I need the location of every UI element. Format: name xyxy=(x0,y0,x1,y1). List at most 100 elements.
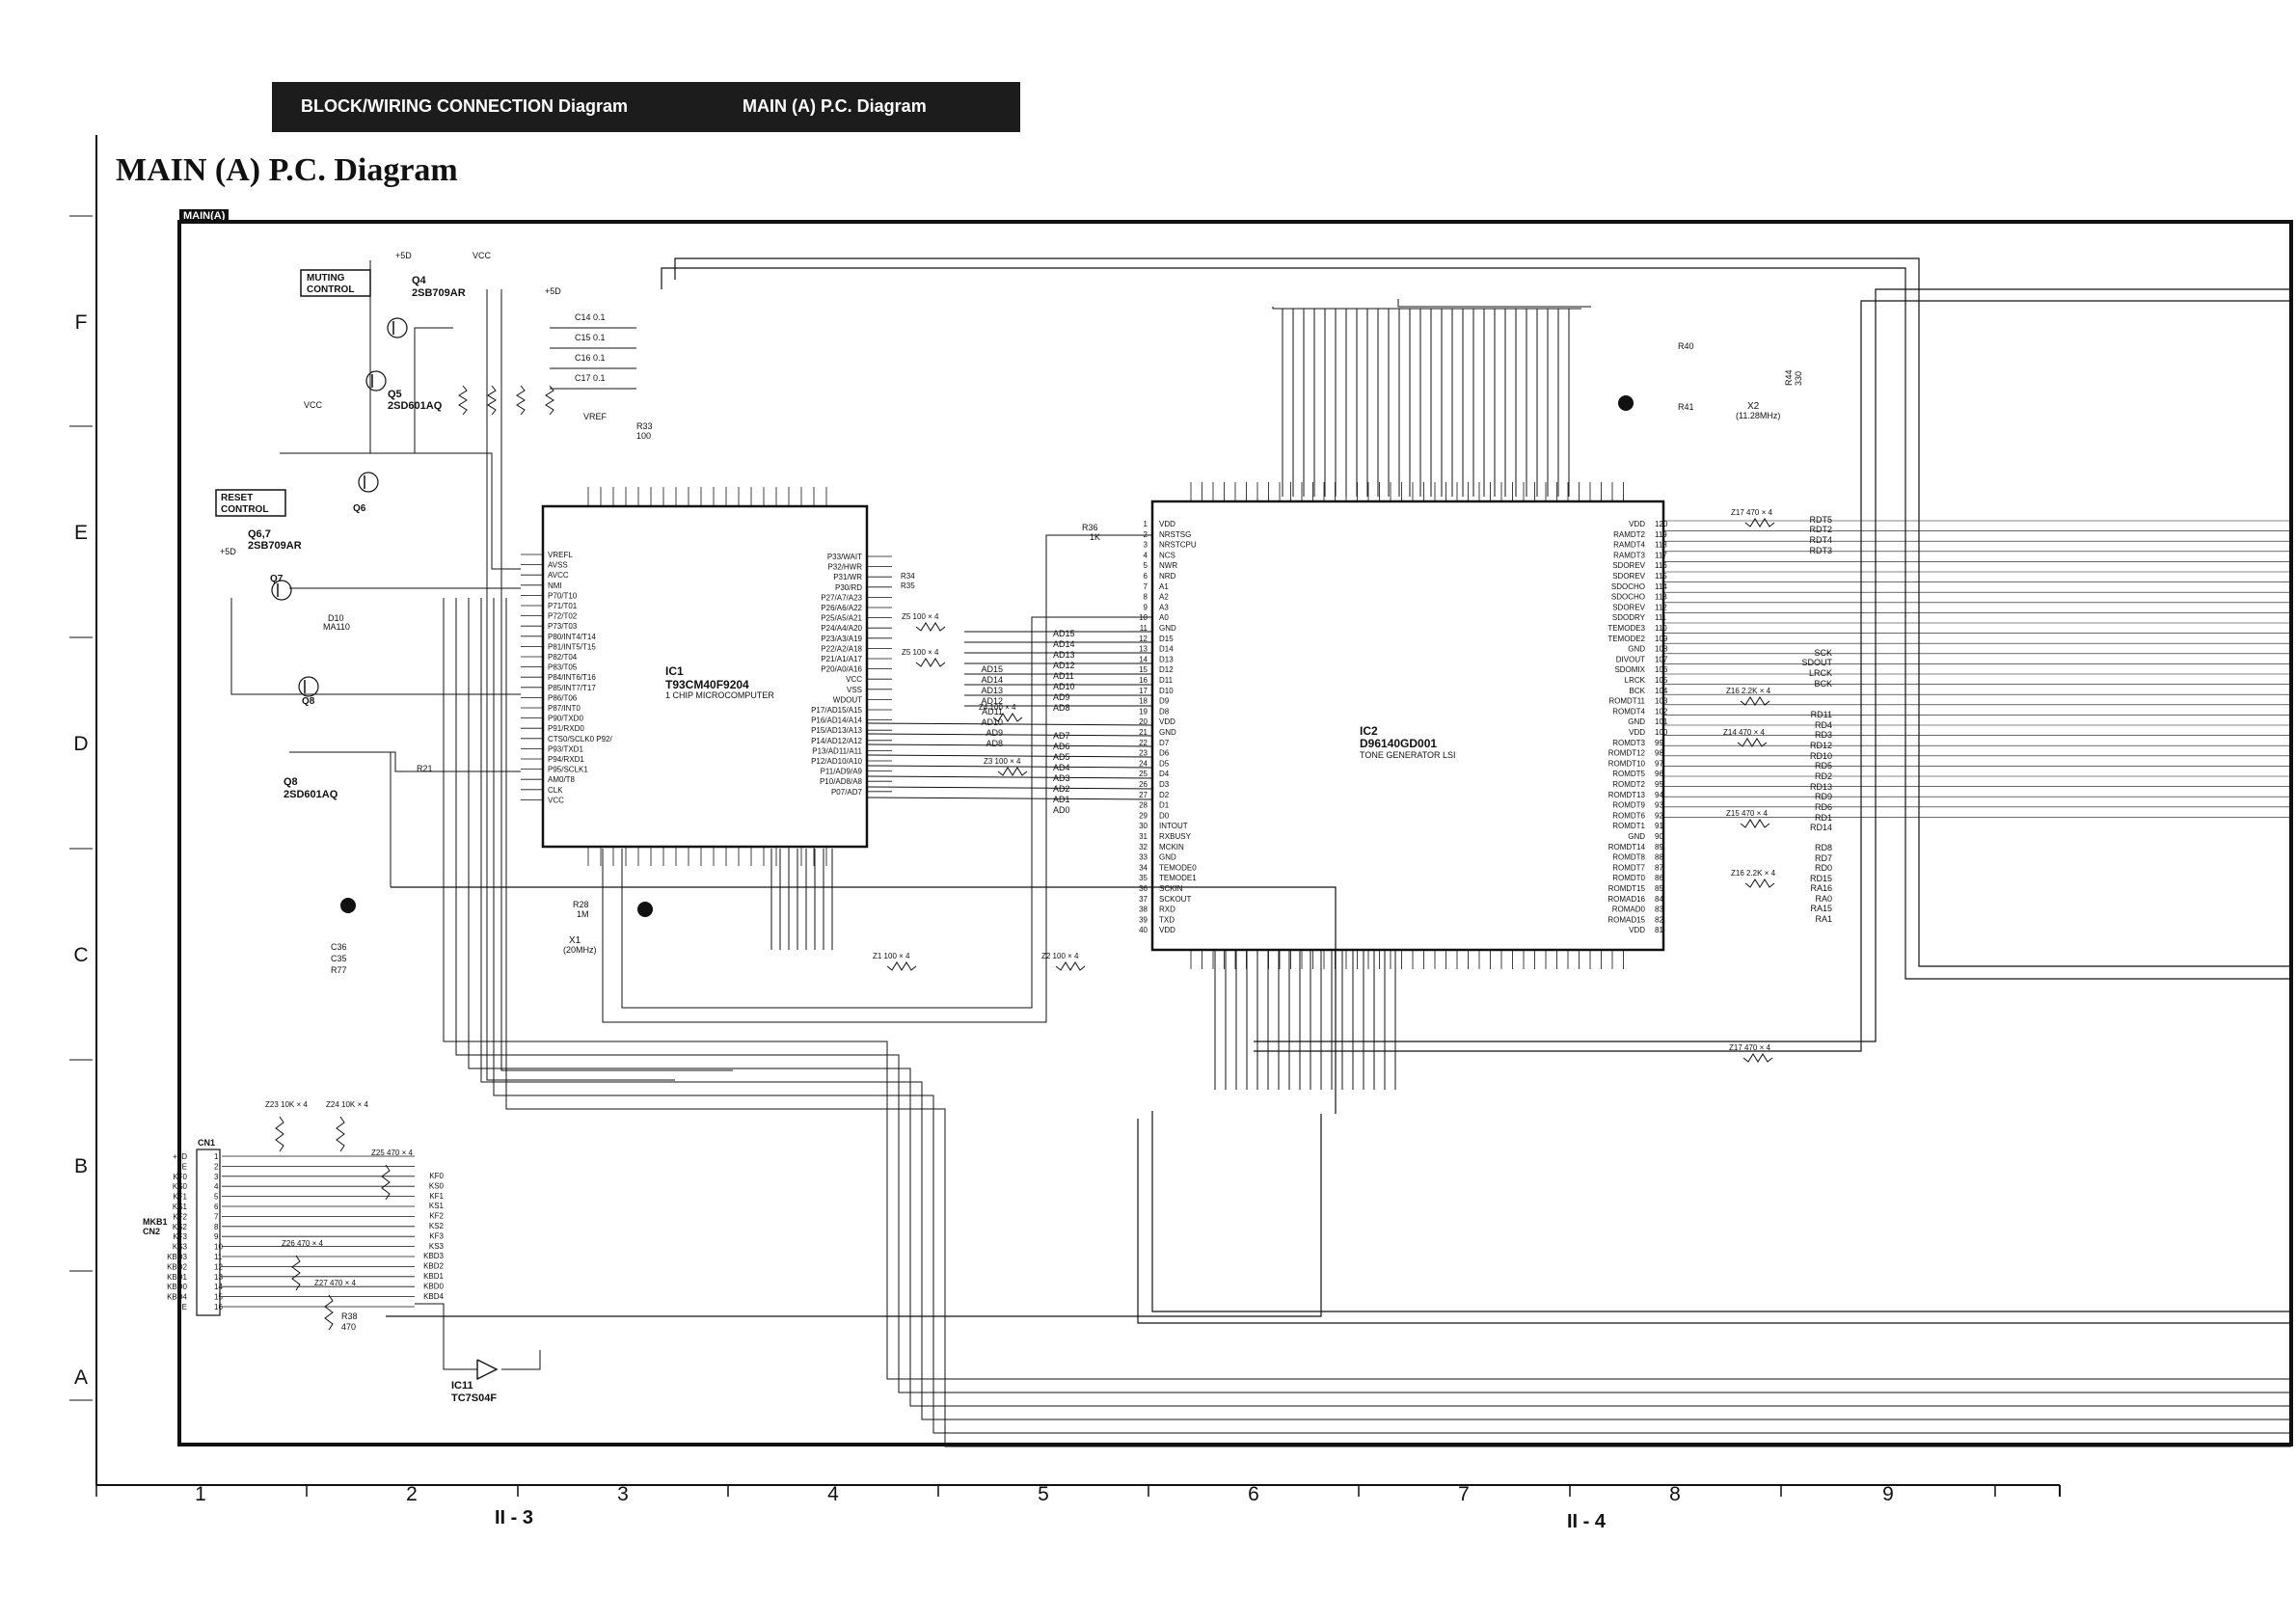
ic1-left-pin: P83/T05 xyxy=(548,663,578,672)
marker-1 xyxy=(340,898,356,913)
ic2-right-num: 84 xyxy=(1655,895,1663,904)
ic2-left-pin: GND xyxy=(1159,728,1176,737)
kbd-net-label: KBD4 xyxy=(423,1292,444,1301)
ic2-right-pin: SDOREV xyxy=(1612,572,1645,581)
ic2-right-pin: ROMAD16 xyxy=(1607,895,1645,904)
ic2-left-pin: D9 xyxy=(1159,697,1170,706)
q6-label: Q6 xyxy=(353,503,366,514)
net-label: RD11 xyxy=(1811,710,1832,719)
ic2-right-num: 98 xyxy=(1655,749,1663,758)
resistor-net-label: Z15 470 × 4 xyxy=(1726,809,1768,818)
ic2-left-num: 2 xyxy=(1144,530,1148,539)
wire xyxy=(505,598,2291,1447)
wire xyxy=(867,722,1153,726)
keyboard-connector: CN1MKB1CN21+5D2E3KF04KS05KF16KS17KF28KS2… xyxy=(143,1100,541,1404)
grid-row-c: C xyxy=(73,944,88,966)
kbd-wire xyxy=(415,1303,477,1370)
resistor xyxy=(458,385,468,416)
wire xyxy=(867,797,1153,800)
ic2-left-num: 15 xyxy=(1139,665,1148,674)
d10-label: D10 xyxy=(328,613,344,623)
power-label: VREF xyxy=(583,412,608,421)
ic2-left-pin: MCKIN xyxy=(1159,843,1184,852)
transistor-symbol xyxy=(387,317,408,338)
ic11-symbol xyxy=(476,1359,499,1381)
ic1-ref: IC1 xyxy=(665,664,684,678)
ic2-left-num: 9 xyxy=(1144,603,1148,611)
ic2-right-pin: ROMDT9 xyxy=(1612,801,1645,810)
cn1-body xyxy=(196,1149,221,1316)
resistor-net-label: Z5 100 × 4 xyxy=(902,612,939,621)
ic2-right-num: 116 xyxy=(1655,561,1667,570)
ic1-right-pin: VSS xyxy=(847,686,862,694)
ic2-right-num: 109 xyxy=(1655,635,1668,643)
ic2-left-num: 27 xyxy=(1139,791,1148,799)
ic2-left-pin: NRSTCPU xyxy=(1159,541,1197,550)
ic1-left-pin: VCC xyxy=(548,796,564,804)
ic2-right-pin: ROMDT11 xyxy=(1608,697,1645,706)
cn2-label: CN2 xyxy=(143,1227,160,1236)
wire xyxy=(1272,307,1581,310)
resistor-network xyxy=(1744,879,1775,888)
cn1-pin-net: KF3 xyxy=(173,1232,187,1241)
ic2-left-pin: GND xyxy=(1159,853,1176,862)
wire xyxy=(280,452,521,570)
ic2-right-num: 95 xyxy=(1655,780,1663,789)
marker-num: 1 xyxy=(345,902,351,912)
net-label: RD1 xyxy=(1815,813,1832,823)
net-label: SDOUT xyxy=(1802,658,1833,667)
net-label: RD7 xyxy=(1815,853,1832,863)
grid-col-4: 4 xyxy=(827,1483,839,1505)
ic2-left-num: 21 xyxy=(1139,728,1148,737)
kbd-resnet xyxy=(381,1164,391,1201)
wire xyxy=(493,598,2291,1434)
net-label: RD3 xyxy=(1815,730,1832,740)
marker-num: 2 xyxy=(642,906,648,916)
ic1-left-pin: P90/TXD0 xyxy=(548,715,583,723)
grid-col-7: 7 xyxy=(1458,1483,1470,1505)
ic2-left-pin: A1 xyxy=(1159,582,1169,591)
cn1-pin-num: 1 xyxy=(214,1152,219,1161)
addr-bus-label: AD13 xyxy=(981,686,1003,695)
resistor-network xyxy=(1744,518,1775,527)
ic2-left-pin: TXD xyxy=(1159,915,1175,924)
addr-bus-label: AD7 xyxy=(1053,731,1070,741)
marker-num: 3 xyxy=(1623,399,1629,410)
q8-label: Q8 xyxy=(284,776,298,788)
ic1-right-pin: P23/A3/A19 xyxy=(821,635,862,643)
ic2-right-pin: ROMDT4 xyxy=(1612,707,1645,716)
ic2-left-num: 1 xyxy=(1144,520,1148,528)
transistor-symbol xyxy=(358,472,379,493)
net-label: RDT5 xyxy=(1809,515,1832,525)
ic2-left-pin: VDD xyxy=(1159,926,1175,934)
ic2-ref: IC2 xyxy=(1360,724,1378,738)
transistor-symbol xyxy=(365,370,387,392)
ic2-right-pin: TEMODE2 xyxy=(1607,635,1645,643)
ic2-left-pin: D12 xyxy=(1159,665,1174,674)
cn1-pin-num: 14 xyxy=(214,1283,223,1291)
ic2-left-num: 11 xyxy=(1140,624,1148,633)
q67-type: 2SB709AR xyxy=(248,540,302,552)
ic2-left-pin: SCKOUT xyxy=(1159,895,1191,904)
ic2-right-num: 83 xyxy=(1655,906,1663,914)
ic2-left-num: 13 xyxy=(1139,645,1148,654)
ic2-left-num: 7 xyxy=(1144,582,1148,591)
ic2-left-num: 28 xyxy=(1139,801,1148,810)
resistor-network xyxy=(1740,819,1770,828)
ic2-left-pin: NRD xyxy=(1159,572,1176,581)
wire xyxy=(867,786,1153,790)
mkb1-label: MKB1 xyxy=(143,1217,168,1227)
ic2-left-num: 30 xyxy=(1139,822,1148,830)
ic2-right-pin: ROMDT6 xyxy=(1612,811,1645,820)
ic2-left-pin: D6 xyxy=(1159,749,1170,758)
ic1-left-pin: P72/T02 xyxy=(548,612,578,621)
page-ref-right: II - 4 xyxy=(1567,1511,1607,1532)
ic1-body xyxy=(541,504,869,849)
ic2-right-pin: RAMDT2 xyxy=(1613,530,1645,539)
ic1-right-pin: P26/A6/A22 xyxy=(821,604,862,612)
ic2-right-num: 101 xyxy=(1655,717,1668,726)
ic1-right-pin: P17/AD15/A15 xyxy=(811,706,862,715)
ic1-right-pin: P20/A0/A16 xyxy=(821,665,862,674)
cn1-pin-net: KF1 xyxy=(173,1193,187,1202)
